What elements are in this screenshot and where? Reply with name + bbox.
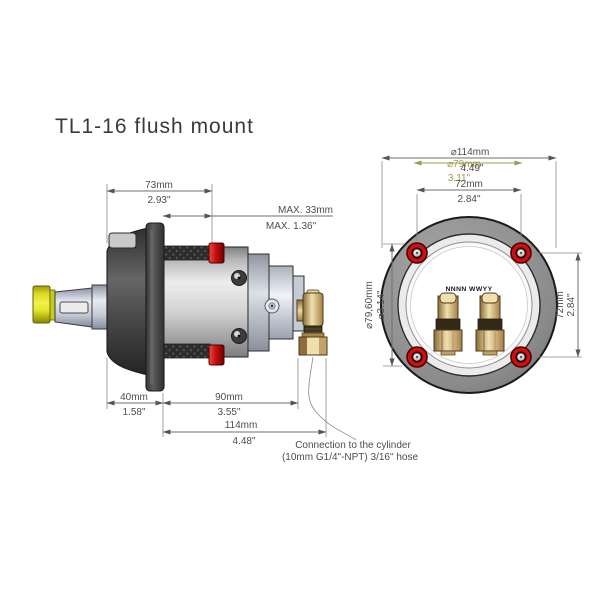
dim-79mm-olive: ⌀79mm [447,159,481,170]
elbow-body [302,292,324,327]
hose-port-left [433,292,463,356]
rear-face-screw [264,298,280,314]
dim-4-48in: 4.48" [232,436,255,447]
dim-dia-79-60mm: ⌀79,60mm [364,281,375,329]
dim-4-49in: 4.49" [460,163,483,174]
mount-screw-top-left [406,242,428,264]
page-title: TL1-16 flush mount [55,115,254,138]
flange-highlight [150,230,153,384]
dim-72mm-right: 72mm [555,291,566,319]
mount-screw-bottom-right [510,346,532,368]
brass-elbow-fitting [296,289,328,356]
dim-dia-114mm: ⌀114mm [451,147,490,158]
inner-face [410,246,528,364]
elbow-collar [301,332,325,338]
shaft-nut [32,285,51,324]
body-screw-lower [231,328,247,344]
mount-screw-top-right [510,242,532,264]
dim-3-55in: 3.55" [217,407,240,418]
dim-73mm: 73mm [145,180,173,191]
dim-72mm-top: 72mm [455,179,483,190]
date-stamp: NNNN WWYY [445,286,492,293]
dim-2-84in-right: 2.84" [566,293,577,316]
hose-port-right [475,292,505,356]
cylinder-note-line2: (10mm G1/4"-NPT) 3/16" hose [282,452,418,463]
bleed-valve-bottom [208,344,225,366]
cylinder-note-line1: Connection to the cylinder [295,440,411,451]
dim-2-93in: 2.93" [147,195,170,206]
knurl-strip-bottom [163,343,211,359]
dim-1-58in: 1.58" [122,407,145,418]
bezel-cone [106,227,149,376]
dim-2-84in-top: 2.84" [457,194,480,205]
dim-40mm: 40mm [120,392,148,403]
elbow-hex-nut [298,336,328,356]
body-screw-upper [231,270,247,286]
dim-max-1-36in: MAX. 1.36" [266,221,317,232]
helm-rear-view: NNNN WWYY [380,216,558,394]
rear-view-dimensions: ⌀79mm 3.11" ⌀114mm 4.49" 72mm 2.84" ⌀79,… [364,147,582,367]
bezel-top-cap [108,232,137,249]
note-leader-line [308,356,357,441]
mounting-flange [145,222,165,392]
bleed-valve-top [208,242,225,264]
shaft-washer [49,289,56,321]
dim-dia-3-14in: ⌀3.14" [376,290,387,319]
shaft-keyway [59,301,89,314]
dim-90mm: 90mm [215,392,243,403]
dim-3-11in-olive: 3.11" [448,173,471,184]
helm-side-view [32,222,357,441]
shaft-collar [91,284,108,330]
knurl-strip-top [163,245,211,261]
side-view-dimensions: 73mm 2.93" MAX. 33mm MAX. 1.36" 40mm 1.5… [106,180,418,463]
dim-114mm: 114mm [225,420,258,431]
dim-max-33mm: MAX. 33mm [278,205,333,216]
mount-screw-bottom-left [406,346,428,368]
